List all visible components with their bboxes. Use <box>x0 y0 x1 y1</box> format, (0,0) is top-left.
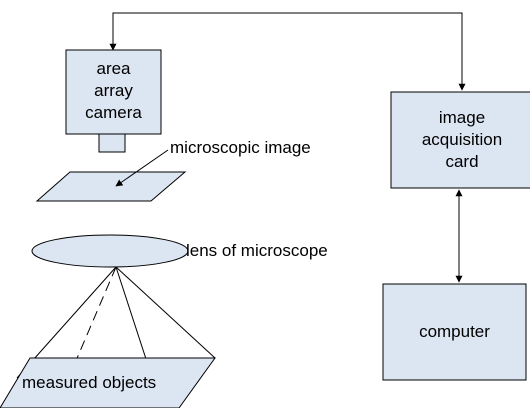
camera-label-line-2: array <box>94 81 133 100</box>
camera-to-card-connector <box>109 12 466 91</box>
microscopic-image-label: microscopic image <box>170 138 311 157</box>
camera-lens-mount <box>98 133 126 153</box>
camera-label-line-3: camera <box>85 103 142 122</box>
camera-label-line-1: area <box>96 59 131 78</box>
measured-object-plane <box>0 357 216 408</box>
measured-objects-label: measured objects <box>22 373 157 392</box>
computer-label: computer <box>419 322 490 341</box>
microscopic-image-pointer <box>115 149 169 187</box>
computer-box <box>382 283 527 381</box>
card-label-line-3: card <box>445 152 479 171</box>
card-label-line-2: acquisition <box>421 130 503 149</box>
lens-label: lens of microscope <box>186 241 328 260</box>
light-ray-right <box>115 266 216 359</box>
acquisition-card-label: image acquisition card <box>391 107 530 173</box>
microscopic-image-plane <box>35 171 187 202</box>
camera-box-label: area array camera <box>66 58 161 124</box>
card-label-line-1: image <box>438 108 486 127</box>
acquisition-card-box <box>390 91 530 189</box>
microscope-lens <box>31 234 189 268</box>
